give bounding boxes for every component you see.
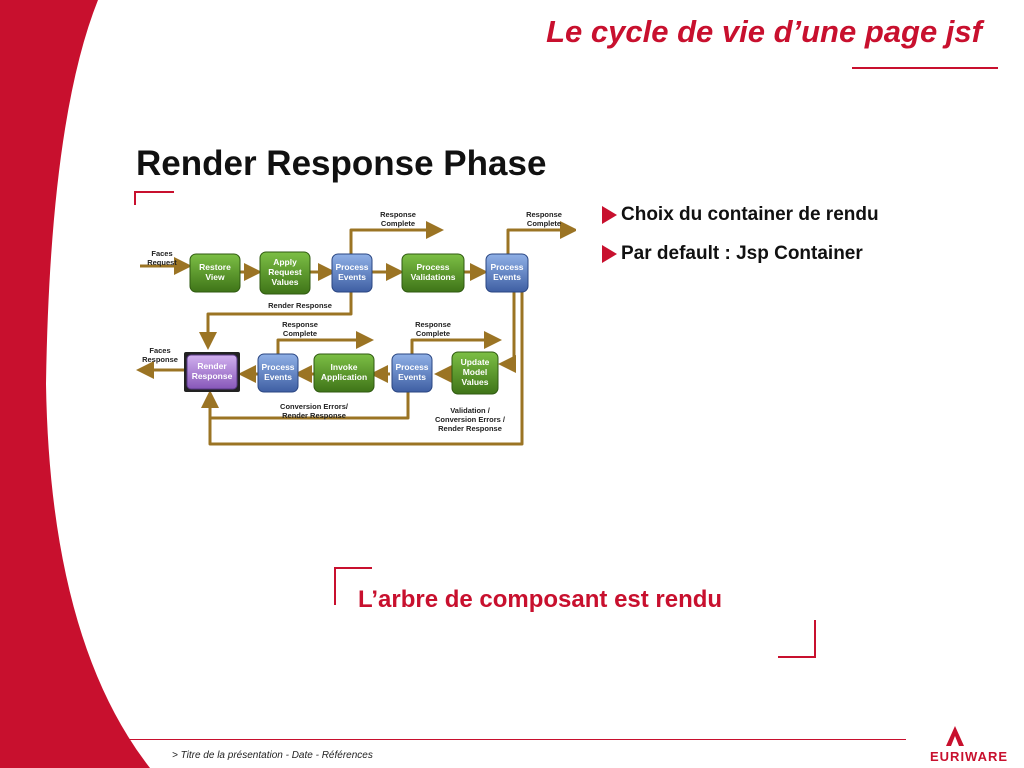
arrow-response-complete-3 bbox=[276, 331, 374, 354]
svg-text:Response: Response bbox=[192, 371, 233, 381]
box-process-events-1: Process bbox=[335, 262, 368, 272]
box-process-validations: Process bbox=[416, 262, 449, 272]
label-validation-errors: Validation / bbox=[450, 406, 491, 415]
section-heading: Render Response Phase bbox=[136, 144, 547, 183]
left-decorative-curve bbox=[0, 0, 150, 768]
svg-text:Validations: Validations bbox=[411, 272, 456, 282]
svg-text:Render Response: Render Response bbox=[282, 411, 346, 420]
label-response-complete-3: Response bbox=[282, 320, 318, 329]
box-render-response: Render bbox=[197, 361, 227, 371]
label-render-response: Render Response bbox=[268, 301, 332, 310]
svg-text:Response: Response bbox=[142, 355, 178, 364]
label-response-complete-2: Response bbox=[526, 210, 562, 219]
svg-text:Complete: Complete bbox=[381, 219, 415, 228]
bullet-item: Par default : Jsp Container bbox=[602, 243, 879, 265]
arrow-response-complete-4 bbox=[410, 331, 502, 354]
box-apply-request-values: Apply bbox=[273, 257, 297, 267]
heading-corner-bracket bbox=[134, 191, 174, 205]
slide-title: Le cycle de vie d’une page jsf bbox=[546, 14, 982, 49]
box-update-model-values: Update bbox=[461, 357, 490, 367]
triangle-bullet-icon bbox=[602, 206, 617, 224]
svg-text:Conversion Errors /: Conversion Errors / bbox=[435, 415, 506, 424]
bullet-text: Choix du container de rendu bbox=[621, 204, 879, 225]
brand-name: EURIWARE bbox=[930, 749, 1009, 764]
label-response-complete-4: Response bbox=[415, 320, 451, 329]
svg-text:Events: Events bbox=[338, 272, 366, 282]
title-underline bbox=[852, 67, 998, 69]
bullet-item: Choix du container de rendu bbox=[602, 204, 879, 226]
callout-text: L’arbre de composant est rendu bbox=[358, 586, 723, 613]
svg-text:Values: Values bbox=[462, 377, 489, 387]
box-restore-view: Restore bbox=[199, 262, 231, 272]
box-process-events-2: Process bbox=[490, 262, 523, 272]
label-conversion-errors: Conversion Errors/ bbox=[280, 402, 349, 411]
bullet-list: Choix du container de rendu Par default … bbox=[602, 204, 879, 282]
svg-text:Events: Events bbox=[264, 372, 292, 382]
svg-text:Application: Application bbox=[321, 372, 367, 382]
svg-text:Events: Events bbox=[493, 272, 521, 282]
svg-text:Complete: Complete bbox=[527, 219, 561, 228]
svg-text:Model: Model bbox=[463, 367, 488, 377]
arrow-response-complete-1 bbox=[349, 221, 444, 254]
footer-rule bbox=[0, 739, 906, 740]
arrow-render-response-path bbox=[199, 292, 353, 350]
callout-corner-bottom-right bbox=[778, 620, 816, 658]
arrow-response-complete-2 bbox=[506, 221, 576, 254]
svg-text:Values: Values bbox=[272, 277, 299, 287]
box-process-events-4: Process bbox=[395, 362, 428, 372]
svg-text:Request: Request bbox=[147, 258, 177, 267]
label-faces-request: Faces bbox=[151, 249, 172, 258]
svg-text:Complete: Complete bbox=[283, 329, 317, 338]
euriware-logo-icon bbox=[946, 726, 964, 746]
svg-text:Complete: Complete bbox=[416, 329, 450, 338]
svg-text:View: View bbox=[205, 272, 225, 282]
arrow-validation-errors bbox=[208, 272, 524, 446]
box-invoke-application: Invoke bbox=[331, 362, 358, 372]
bullet-text: Par default : Jsp Container bbox=[621, 243, 863, 264]
footer-text: > Titre de la présentation - Date - Réfé… bbox=[172, 750, 373, 761]
jsf-lifecycle-diagram: Restore View Apply Request Values Proces… bbox=[136, 210, 576, 446]
arrow-conversion-errors bbox=[201, 390, 410, 420]
triangle-bullet-icon bbox=[602, 245, 617, 263]
label-faces-response: Faces bbox=[149, 346, 170, 355]
callout-corner-top-left bbox=[334, 567, 372, 605]
svg-text:Request: Request bbox=[268, 267, 302, 277]
svg-text:Events: Events bbox=[398, 372, 426, 382]
svg-text:Render Response: Render Response bbox=[438, 424, 502, 433]
box-process-events-3: Process bbox=[261, 362, 294, 372]
label-response-complete-1: Response bbox=[380, 210, 416, 219]
